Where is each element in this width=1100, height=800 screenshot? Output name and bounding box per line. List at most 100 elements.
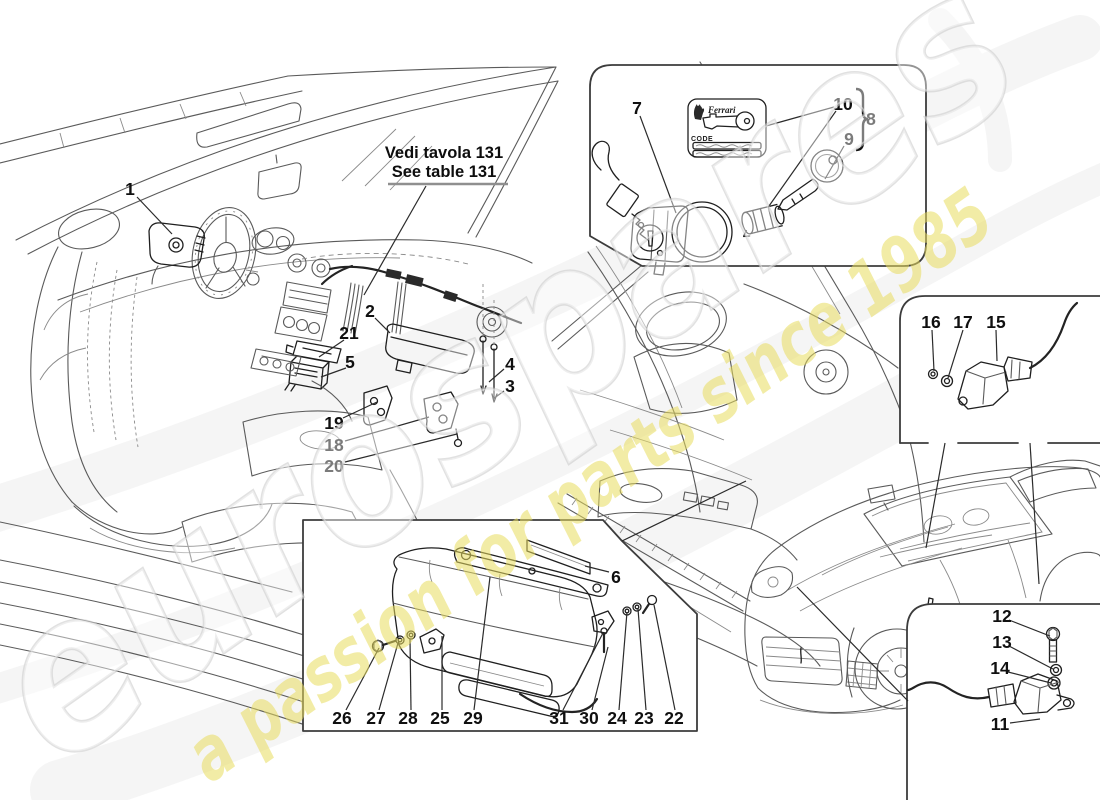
card-code-label: CODE [691,136,713,143]
passenger-seat-cushion [181,502,373,563]
callout-2: 2 [365,301,375,321]
prancing-horse-icon [693,104,705,120]
sensor-washers [927,368,954,388]
leader-line [653,604,676,711]
leader-line [925,442,946,549]
callout-11: 11 [991,714,1010,734]
leader-line [344,416,430,442]
callout-3: 3 [505,376,515,396]
leader-line [621,480,747,542]
callout-22: 22 [664,708,684,728]
leader-line [342,401,378,419]
brace-8 [855,87,869,152]
callout-20: 20 [324,456,344,476]
leader-line [318,339,345,358]
passenger-airbag-part [385,323,475,374]
leader-line [947,329,964,379]
callout-12: 12 [992,606,1012,626]
headlight [750,566,794,598]
detail-box-front-sensor [899,295,1100,444]
dash-trim-strip [526,539,591,575]
leader-line [584,565,610,573]
detail-box-bumper-sensor [906,603,1100,800]
callout-5: 5 [345,352,355,372]
leader-line [931,329,935,372]
callout-10: 10 [833,94,853,114]
callout-25: 25 [430,708,450,728]
fog-lamp-mesh [845,660,879,690]
rearview-mirror [257,154,302,200]
leader-line [591,646,609,711]
callout-23: 23 [634,708,654,728]
bumper-sensor-part [906,673,1075,715]
callout-15: 15 [986,312,1006,332]
door-speaker [803,349,849,395]
leader-line [374,317,391,334]
lock-tumbler [741,203,785,238]
note-line-italian: Vedi tavola 131 [385,144,503,162]
ferrari-code-card: Ferrari CODE [687,98,767,158]
leader-line [637,608,647,711]
ecu-bracket-part [285,340,342,364]
airbag-bracket-18 [423,391,463,448]
callout-30: 30 [579,708,599,728]
callout-17: 17 [953,312,972,332]
callout-7: 7 [632,98,642,118]
dash-vents [287,253,508,338]
callout-1: 1 [125,179,135,199]
detail-box-key-lock: Ferrari CODE [589,64,927,276]
leader-lines [136,106,1054,724]
ignition-lock-cylinder [630,201,733,276]
ignition-key [777,149,844,211]
leader-line [488,368,505,383]
center-console [242,348,383,477]
callout-8: 8 [866,109,876,129]
callout-6: 6 [611,567,621,587]
side-mirror [633,291,738,414]
instrument-cluster [251,227,295,255]
leader-line [995,329,998,362]
car-mirror [867,484,896,511]
card-code-strips [692,141,762,158]
leader-line [618,611,628,711]
inflator-tubes [441,651,599,718]
leader-line [1009,718,1041,724]
callout-29: 29 [463,708,483,728]
front-grille [761,636,843,686]
wiring-harness [301,252,523,335]
note-line-english: See table 131 [392,163,497,181]
reference-note: Vedi tavola 131 See table 131 [385,144,508,186]
callout-18: 18 [324,435,344,455]
callout-31: 31 [549,708,569,728]
leader-line [562,632,604,711]
leader-line [378,642,399,711]
center-stack [274,281,332,342]
callout-24: 24 [607,708,627,728]
steering-wheel [191,206,260,300]
airbag-ecu-part [284,355,330,392]
leader-line [492,390,505,400]
callout-28: 28 [398,708,418,728]
sun-visor [196,102,302,148]
callout-9: 9 [844,129,854,149]
airbag-cushion [391,547,598,698]
leader-line [1007,671,1052,684]
card-key-icon [702,111,755,131]
callout-19: 19 [324,413,344,433]
callout-14: 14 [990,658,1010,678]
leader-line [320,367,347,378]
leader-line [345,647,380,711]
callout-13: 13 [992,632,1012,652]
leader-line [824,145,845,180]
driver-airbag-part [148,222,206,285]
leader-line [363,185,427,296]
leader-line [1029,442,1040,585]
interior-drawing [0,66,559,732]
callout-27: 27 [366,708,385,728]
leader-line [409,638,412,711]
door-armrest [597,467,798,561]
leader-line [1008,619,1051,637]
